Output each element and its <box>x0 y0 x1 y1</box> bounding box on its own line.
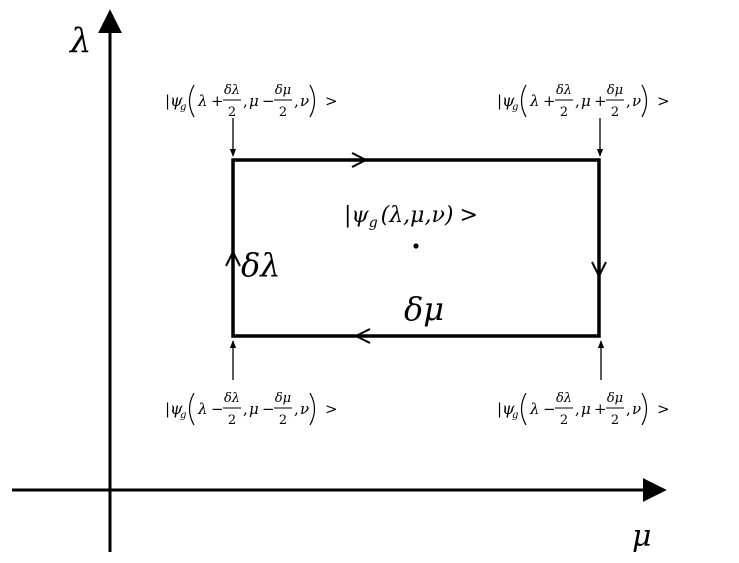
corner-state-bottom-left: | ψ g λ − δλ 2 , μ − δμ 2 , ν > <box>165 391 338 428</box>
svg-text:,: , <box>243 92 248 110</box>
svg-text:,: , <box>294 92 299 110</box>
svg-text:ψ: ψ <box>170 91 183 110</box>
svg-text:δλ: δλ <box>556 391 572 406</box>
center-dot <box>413 243 419 249</box>
svg-text:g: g <box>180 102 186 113</box>
svg-text:|: | <box>165 92 170 110</box>
horizontal-axis-label: μ <box>632 519 652 554</box>
svg-text:+: + <box>543 92 556 110</box>
svg-text:δμ: δμ <box>275 83 291 98</box>
svg-text:|: | <box>497 400 502 418</box>
svg-text:μ: μ <box>249 92 259 110</box>
svg-text:δλ: δλ <box>224 391 240 406</box>
direction-arrow-left <box>225 249 241 267</box>
svg-text:ψ: ψ <box>502 399 515 418</box>
corner-state-top-right: | ψ g λ + δλ 2 , μ + δμ 2 , ν > <box>497 83 670 120</box>
svg-text:λ: λ <box>529 92 540 110</box>
svg-text:−: − <box>262 400 275 418</box>
svg-text:2: 2 <box>611 105 619 120</box>
svg-text:>: > <box>657 92 670 110</box>
svg-text:g: g <box>512 410 518 421</box>
svg-text:|: | <box>165 400 170 418</box>
svg-text:λ: λ <box>197 400 208 418</box>
loop-rectangle <box>231 158 601 338</box>
svg-text:2: 2 <box>611 413 619 428</box>
svg-text:ν: ν <box>632 92 641 110</box>
svg-text:ν: ν <box>300 400 309 418</box>
vertical-axis-label: λ <box>68 21 92 61</box>
svg-text:g: g <box>180 410 186 421</box>
edge-label-delta-mu: δμ <box>404 290 444 328</box>
svg-text:,: , <box>626 400 631 418</box>
svg-text:+: + <box>594 92 607 110</box>
edge-label-delta-lambda: δλ <box>241 246 281 284</box>
svg-text:2: 2 <box>228 413 236 428</box>
svg-text:ψ: ψ <box>170 399 183 418</box>
svg-text:,: , <box>294 400 299 418</box>
svg-text:2: 2 <box>279 413 287 428</box>
svg-text:δμ: δμ <box>275 391 291 406</box>
svg-text:δλ: δλ <box>556 83 572 98</box>
svg-text:>: > <box>325 92 338 110</box>
svg-text:>: > <box>657 400 670 418</box>
svg-text:,: , <box>575 400 580 418</box>
corner-state-top-left: | ψ g λ + δλ 2 , μ − δμ 2 , ν > <box>165 83 338 120</box>
direction-arrow-top <box>351 152 369 168</box>
svg-text:+: + <box>211 92 224 110</box>
svg-text:ν: ν <box>632 400 641 418</box>
corner-state-bottom-right: | ψ g λ − δλ 2 , μ + δμ 2 , ν > <box>497 391 670 428</box>
svg-text:|: | <box>497 92 502 110</box>
svg-text:ν: ν <box>300 92 309 110</box>
svg-text:2: 2 <box>560 105 568 120</box>
svg-text:δμ: δμ <box>607 83 623 98</box>
svg-text:>: > <box>325 400 338 418</box>
svg-text:2: 2 <box>560 413 568 428</box>
svg-text:,: , <box>575 92 580 110</box>
svg-text:−: − <box>262 92 275 110</box>
svg-text:−: − <box>543 400 556 418</box>
svg-text:δλ: δλ <box>224 83 240 98</box>
center-state-label: |ψg(λ,μ,ν)> <box>344 203 478 231</box>
direction-arrow-bottom <box>353 328 371 344</box>
svg-text:μ: μ <box>581 400 591 418</box>
svg-text:−: − <box>211 400 224 418</box>
svg-text:ψ: ψ <box>502 91 515 110</box>
svg-text:g: g <box>512 102 518 113</box>
svg-text:2: 2 <box>228 105 236 120</box>
svg-text:λ: λ <box>197 92 208 110</box>
svg-text:μ: μ <box>581 92 591 110</box>
svg-text:+: + <box>594 400 607 418</box>
svg-text:μ: μ <box>249 400 259 418</box>
svg-text:,: , <box>626 92 631 110</box>
direction-arrow-right <box>591 261 607 279</box>
svg-text:,: , <box>243 400 248 418</box>
svg-text:δμ: δμ <box>607 391 623 406</box>
svg-text:2: 2 <box>279 105 287 120</box>
svg-text:λ: λ <box>529 400 540 418</box>
